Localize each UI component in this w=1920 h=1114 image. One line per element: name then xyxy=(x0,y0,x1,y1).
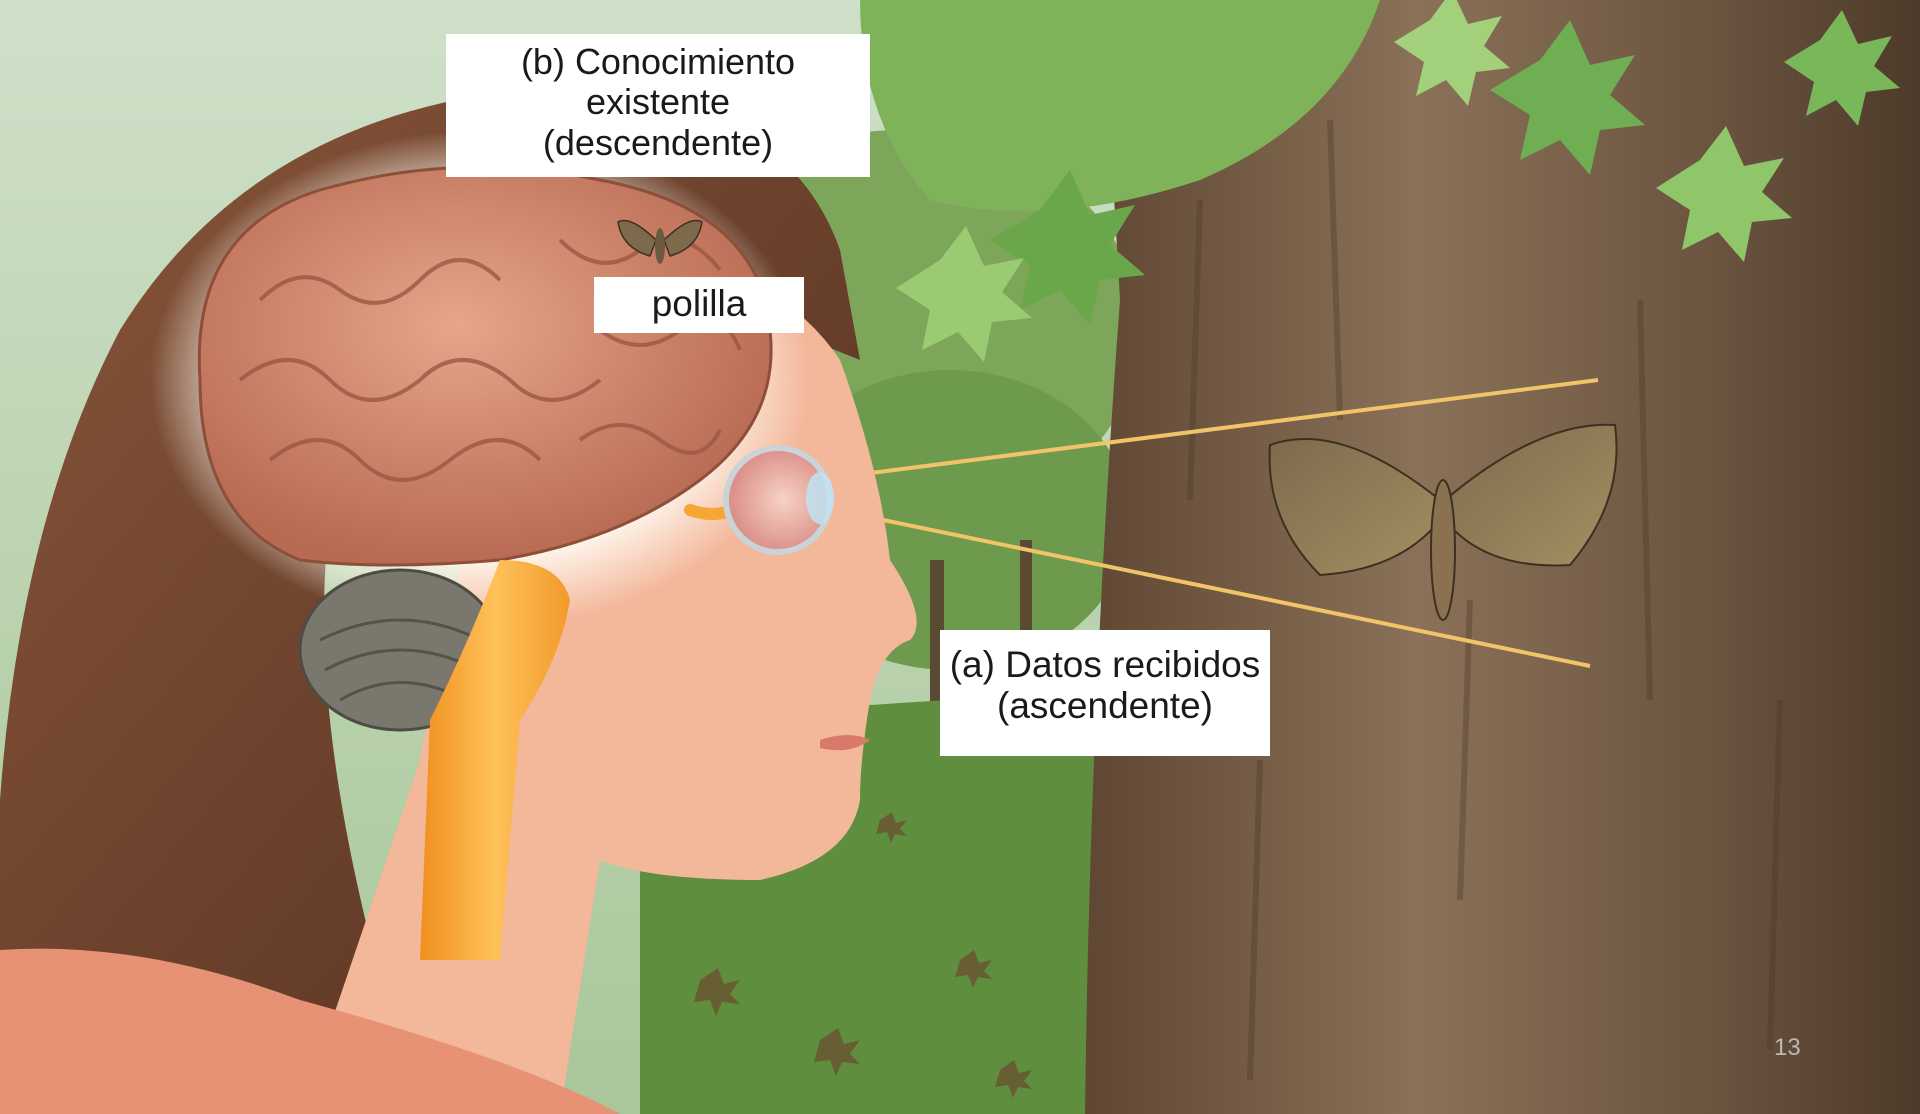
moth-in-brain xyxy=(617,219,703,264)
eye-lens xyxy=(806,472,834,524)
top-down-knowledge-label: (b) Conocimiento existente (descendente) xyxy=(446,34,870,177)
lips xyxy=(820,735,870,751)
top-down-label-line2: existente xyxy=(585,81,731,123)
page-number: 13 xyxy=(1774,1034,1801,1061)
moth-on-trunk xyxy=(1268,423,1618,621)
moth-word-label: polilla xyxy=(594,277,804,333)
ground-leaves xyxy=(694,812,1032,1098)
bark-texture xyxy=(1187,119,1783,1081)
bottom-up-label-line2: (ascendente) xyxy=(997,685,1213,727)
top-down-label-line3: (descendente) xyxy=(542,121,774,163)
foliage xyxy=(860,0,1900,362)
top-down-label-line1: (b) Conocimiento xyxy=(520,41,796,82)
bottom-up-label-line1: (a) Datos recibidos xyxy=(949,644,1261,685)
bottom-up-data-label: (a) Datos recibidos (ascendente) xyxy=(940,630,1270,756)
spinal-cord xyxy=(420,560,570,960)
shoulder xyxy=(0,948,620,1114)
